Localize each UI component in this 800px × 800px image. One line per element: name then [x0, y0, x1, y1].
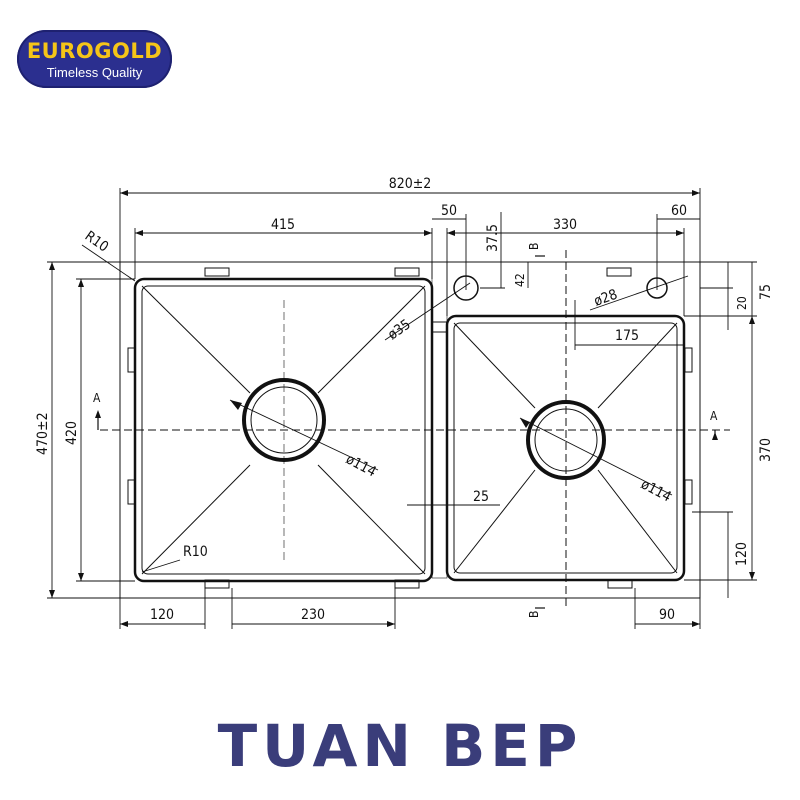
dim-bottom-left-120: 120 — [150, 607, 174, 623]
mount-clip — [204, 579, 230, 589]
right-bowl-diagonal — [453, 322, 536, 409]
mount-clip — [394, 267, 420, 277]
mount-clip — [684, 347, 693, 373]
dim-vertical-37-5: 37.5 — [485, 224, 501, 252]
dim-left-bowl-width: 415 — [271, 217, 295, 233]
dim-gap-width: 50 — [441, 203, 457, 219]
dim-offset-25: 25 — [473, 489, 489, 505]
dim-diameter-114-right: ø114 — [638, 476, 674, 505]
dim-diameter-28: ø28 — [592, 287, 620, 310]
section-mark-b-top: B — [527, 243, 541, 250]
mount-clip — [127, 479, 136, 505]
eurogold-logo: EUROGOLD Timeless Quality — [17, 30, 172, 88]
dim-right-bottom-120: 120 — [734, 542, 750, 566]
dim-overall-width: 820±2 — [389, 176, 432, 192]
dim-vertical-42: 42 — [513, 273, 527, 287]
logo-brand-name: EUROGOLD — [26, 39, 163, 63]
dim-offset-175: 175 — [615, 328, 639, 344]
dim-right-top-20: 20 — [735, 296, 749, 310]
dim-right-top-offset: 75 — [758, 284, 774, 300]
dim-right-tap-offset: 60 — [671, 203, 687, 219]
mount-clip — [684, 479, 693, 505]
left-bowl-diagonal — [141, 464, 251, 575]
right-bowl-diagonal — [453, 469, 536, 574]
left-bowl-diagonal — [317, 285, 426, 394]
divider-post — [431, 261, 448, 579]
logo-tagline: Timeless Quality — [46, 65, 143, 80]
mount-clip — [394, 579, 420, 589]
mount-clip — [204, 267, 230, 277]
dim-radius-top: R10 — [82, 228, 111, 255]
mount-clip — [606, 267, 632, 277]
right-bowl-diagonal — [597, 322, 678, 409]
right-bowl-diagonal — [597, 469, 678, 574]
dim-bottom-230: 230 — [301, 607, 325, 623]
section-mark-b-bottom: B — [527, 611, 541, 618]
divider-bar — [431, 321, 448, 333]
mount-clip — [607, 579, 633, 589]
dim-diameter-35: ø35 — [385, 317, 414, 344]
footer-brand: TUAN BEP — [217, 712, 583, 780]
dim-right-bowl-depth: 370 — [758, 438, 774, 462]
left-bowl-diagonal — [317, 464, 426, 575]
dim-radius-bottom: R10 — [183, 544, 208, 560]
dim-overall-depth: 470±2 — [35, 412, 51, 455]
dim-bottom-right-90: 90 — [659, 607, 675, 623]
dim-left-bowl-depth: 420 — [64, 421, 80, 445]
dim-right-bowl-width: 330 — [553, 217, 577, 233]
section-mark-a-left: A — [93, 391, 101, 405]
dim-diameter-114-left: ø114 — [343, 451, 379, 480]
left-bowl-diagonal — [141, 285, 251, 394]
mount-clip — [127, 347, 136, 373]
section-mark-a-right: A — [710, 409, 718, 423]
